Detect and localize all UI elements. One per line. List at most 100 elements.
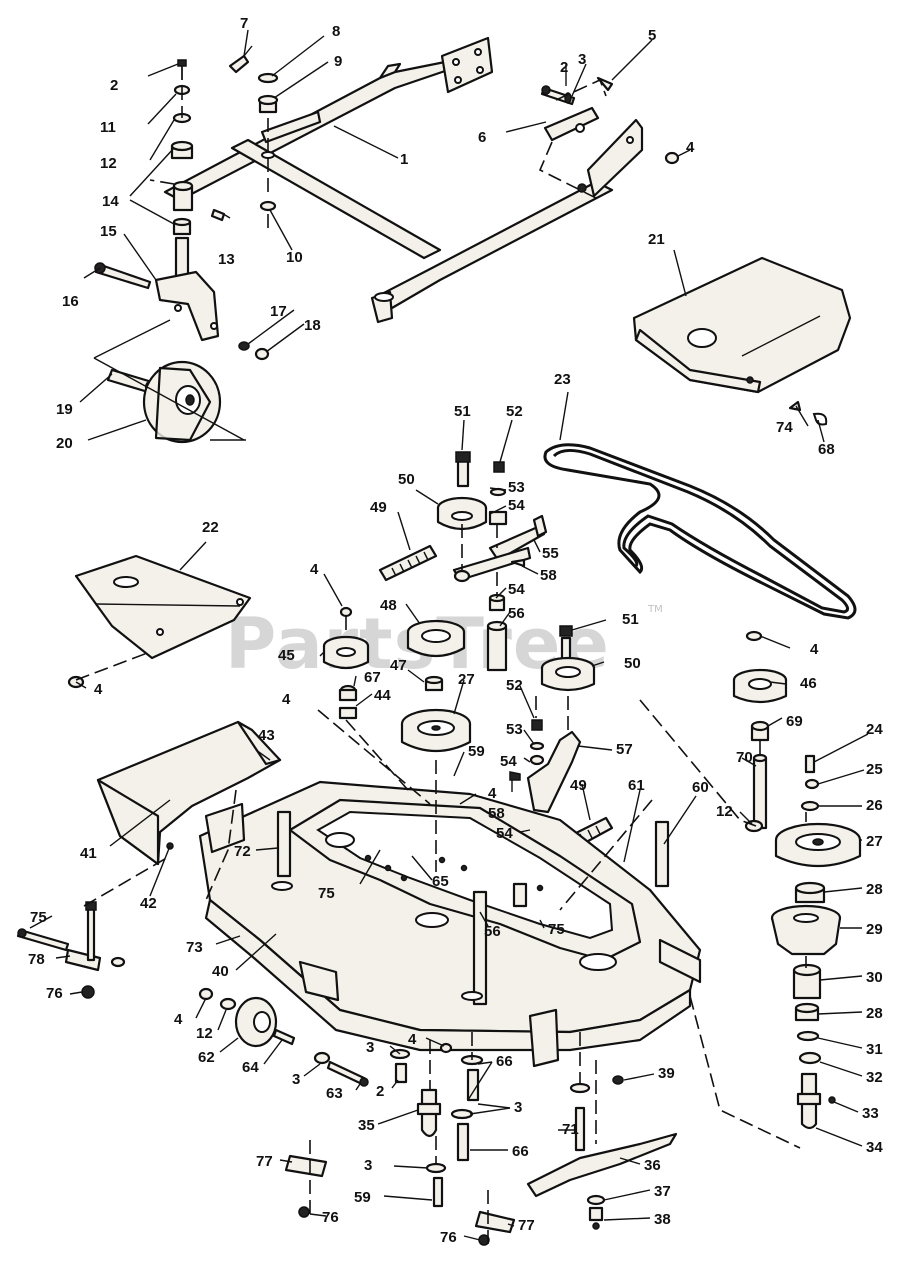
callout-12: 12 — [100, 155, 117, 172]
callout-60: 60 — [692, 779, 709, 796]
callout-4e: 4 — [282, 691, 291, 708]
callout-66b: 66 — [512, 1143, 529, 1160]
callout-52b: 52 — [506, 677, 523, 694]
callout-50: 50 — [398, 471, 415, 488]
callout-23: 23 — [554, 371, 571, 388]
callout-12b: 12 — [716, 803, 733, 820]
right-spindle-stack — [732, 630, 862, 1130]
callout-2c: 2 — [376, 1083, 384, 1100]
callout-48: 48 — [380, 597, 397, 614]
callout-54b: 54 — [508, 581, 525, 598]
callout-40: 40 — [212, 963, 229, 980]
left-bracket-78 — [16, 901, 126, 999]
callout-36: 36 — [644, 1157, 661, 1174]
callout-74: 74 — [776, 419, 793, 436]
callout-9: 9 — [334, 53, 342, 70]
callout-11: 11 — [100, 119, 116, 136]
callout-52: 52 — [506, 403, 523, 420]
leader-lines — [29, 29, 869, 1241]
hitch-frame — [163, 36, 644, 324]
callout-71: 71 — [562, 1121, 579, 1138]
callout-51b: 51 — [622, 611, 639, 628]
callout-75c: 75 — [30, 909, 47, 926]
callout-76: 76 — [46, 985, 63, 1002]
callout-17: 17 — [270, 303, 287, 320]
callout-66: 66 — [496, 1053, 513, 1070]
callout-4d: 4 — [94, 681, 103, 698]
callout-28b: 28 — [866, 1005, 883, 1022]
callout-8: 8 — [332, 23, 340, 40]
gauge-wheel-62 — [198, 987, 369, 1087]
callout-3d: 3 — [514, 1099, 522, 1116]
callout-15: 15 — [100, 223, 117, 240]
callout-55: 55 — [542, 545, 559, 562]
callout-70: 70 — [736, 749, 753, 766]
callout-2b: 2 — [560, 59, 568, 76]
callout-57: 57 — [616, 741, 633, 758]
callout-76b: 76 — [322, 1209, 339, 1226]
callout-3: 3 — [578, 51, 586, 68]
callout-75: 75 — [318, 885, 335, 902]
callout-58: 58 — [540, 567, 557, 584]
callout-5: 5 — [648, 27, 656, 44]
callout-6: 6 — [478, 129, 486, 146]
callout-77: 77 — [256, 1153, 273, 1170]
callout-4: 4 — [686, 139, 695, 156]
callout-37: 37 — [654, 1183, 671, 1200]
callout-labels: 7 8 9 2 11 12 14 13 10 1 15 16 17 18 19 … — [28, 15, 883, 1246]
idler-assembly — [378, 451, 548, 672]
top-hardware — [210, 45, 680, 222]
callout-62: 62 — [198, 1049, 215, 1066]
callout-33: 33 — [862, 1105, 879, 1122]
watermark-trademark: TM — [647, 604, 663, 615]
mower-deck-40 — [198, 780, 702, 1068]
callout-21: 21 — [648, 231, 665, 248]
callout-59b: 59 — [354, 1189, 371, 1206]
callout-59: 59 — [468, 743, 485, 760]
callout-58b: 58 — [488, 805, 505, 822]
callout-4c: 4 — [310, 561, 319, 578]
baffle-22 — [67, 554, 252, 689]
callout-10: 10 — [286, 249, 303, 266]
callout-26: 26 — [866, 797, 883, 814]
callout-78: 78 — [28, 951, 45, 968]
callout-25: 25 — [866, 761, 883, 778]
callout-53b: 53 — [506, 721, 523, 738]
callout-14: 14 — [102, 193, 119, 210]
belt-shield-21 — [632, 256, 852, 426]
callout-1: 1 — [400, 151, 408, 168]
callout-56b: 56 — [484, 923, 501, 940]
callout-3c: 3 — [366, 1039, 374, 1056]
left-pulley-stack — [322, 606, 472, 752]
callout-65: 65 — [432, 873, 449, 890]
callout-72: 72 — [234, 843, 251, 860]
callout-41: 41 — [80, 845, 97, 862]
callout-29: 29 — [866, 921, 883, 938]
callout-77b: 77 — [518, 1217, 535, 1234]
callout-27: 27 — [458, 671, 475, 688]
callout-32: 32 — [866, 1069, 883, 1086]
drive-belt-23 — [543, 443, 857, 620]
callout-43: 43 — [258, 727, 275, 744]
callout-49b: 49 — [570, 777, 587, 794]
callout-4g: 4 — [810, 641, 819, 658]
callout-54: 54 — [508, 497, 525, 514]
callout-22: 22 — [202, 519, 219, 536]
callout-18: 18 — [304, 317, 321, 334]
callout-3b: 3 — [292, 1071, 300, 1088]
callout-3e: 3 — [364, 1157, 372, 1174]
callout-16: 16 — [62, 293, 79, 310]
callout-46: 46 — [800, 675, 817, 692]
callout-67: 67 — [364, 669, 381, 686]
callout-4h: 4 — [174, 1011, 183, 1028]
callout-24: 24 — [866, 721, 883, 738]
callout-19: 19 — [56, 401, 73, 418]
callout-12c: 12 — [196, 1025, 213, 1042]
callout-56: 56 — [508, 605, 525, 622]
callout-31: 31 — [866, 1041, 883, 1058]
callout-2: 2 — [110, 77, 118, 94]
callout-30: 30 — [866, 969, 883, 986]
callout-42: 42 — [140, 895, 157, 912]
callout-50b: 50 — [624, 655, 641, 672]
